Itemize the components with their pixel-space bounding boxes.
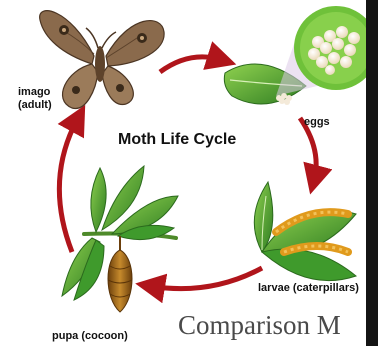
arrow-larvae-to-pupa (150, 268, 262, 289)
arrow-adult-to-eggs (160, 57, 222, 72)
diagram-panel: imago (adult) Moth Life Cycle eggs larva… (0, 0, 366, 346)
moth-icon (40, 11, 164, 109)
diagram-title: Moth Life Cycle (118, 131, 236, 149)
eggs-leaf-icon (224, 6, 366, 105)
label-imago-line2: (adult) (18, 99, 52, 112)
dark-edge (366, 0, 378, 346)
label-eggs: eggs (304, 116, 330, 129)
label-imago: imago (adult) (18, 86, 52, 112)
cocoon-branch-icon (62, 166, 178, 312)
label-larvae: larvae (caterpillars) (258, 282, 359, 295)
label-imago-line1: imago (18, 86, 52, 99)
label-pupa: pupa (cocoon) (52, 330, 128, 343)
caterpillars-leaf-icon (254, 182, 356, 281)
partial-heading: Comparison M (178, 310, 341, 341)
arrow-pupa-to-adult (59, 118, 78, 252)
